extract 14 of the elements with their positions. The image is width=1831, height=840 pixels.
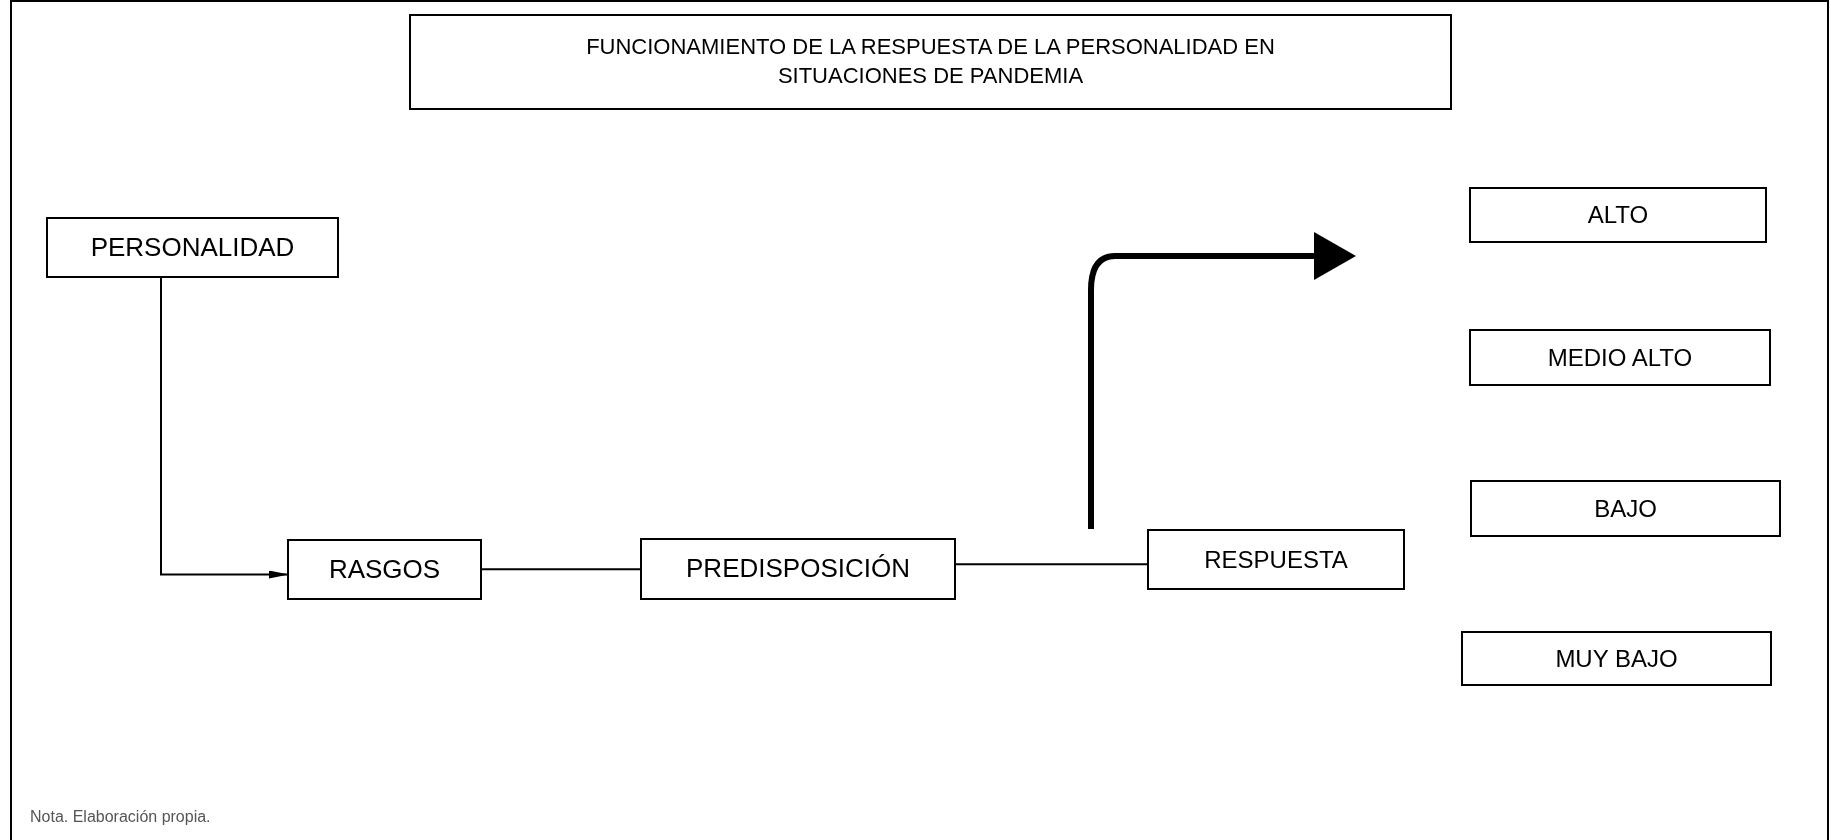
connector-line <box>481 568 641 571</box>
concept-box: PERSONALIDAD <box>46 217 339 278</box>
connector-line <box>955 563 1148 566</box>
concept-box: ALTO <box>1469 187 1767 243</box>
arrow <box>1088 232 1356 529</box>
concept-box: MEDIO ALTO <box>1469 329 1771 386</box>
source-note: Nota. Elaboración propia. <box>30 808 211 826</box>
concept-box: MUY BAJO <box>1461 631 1772 686</box>
concept-box: PREDISPOSICIÓN <box>640 538 956 600</box>
concept-box: RASGOS <box>287 539 482 600</box>
concept-box: RESPUESTA <box>1147 529 1405 590</box>
arrow <box>160 277 289 579</box>
concept-box: BAJO <box>1470 480 1781 537</box>
title-box: FUNCIONAMIENTO DE LA RESPUESTA DE LA PERSONALIDAD EN SITUACIONES DE PANDEMIA <box>409 14 1452 110</box>
